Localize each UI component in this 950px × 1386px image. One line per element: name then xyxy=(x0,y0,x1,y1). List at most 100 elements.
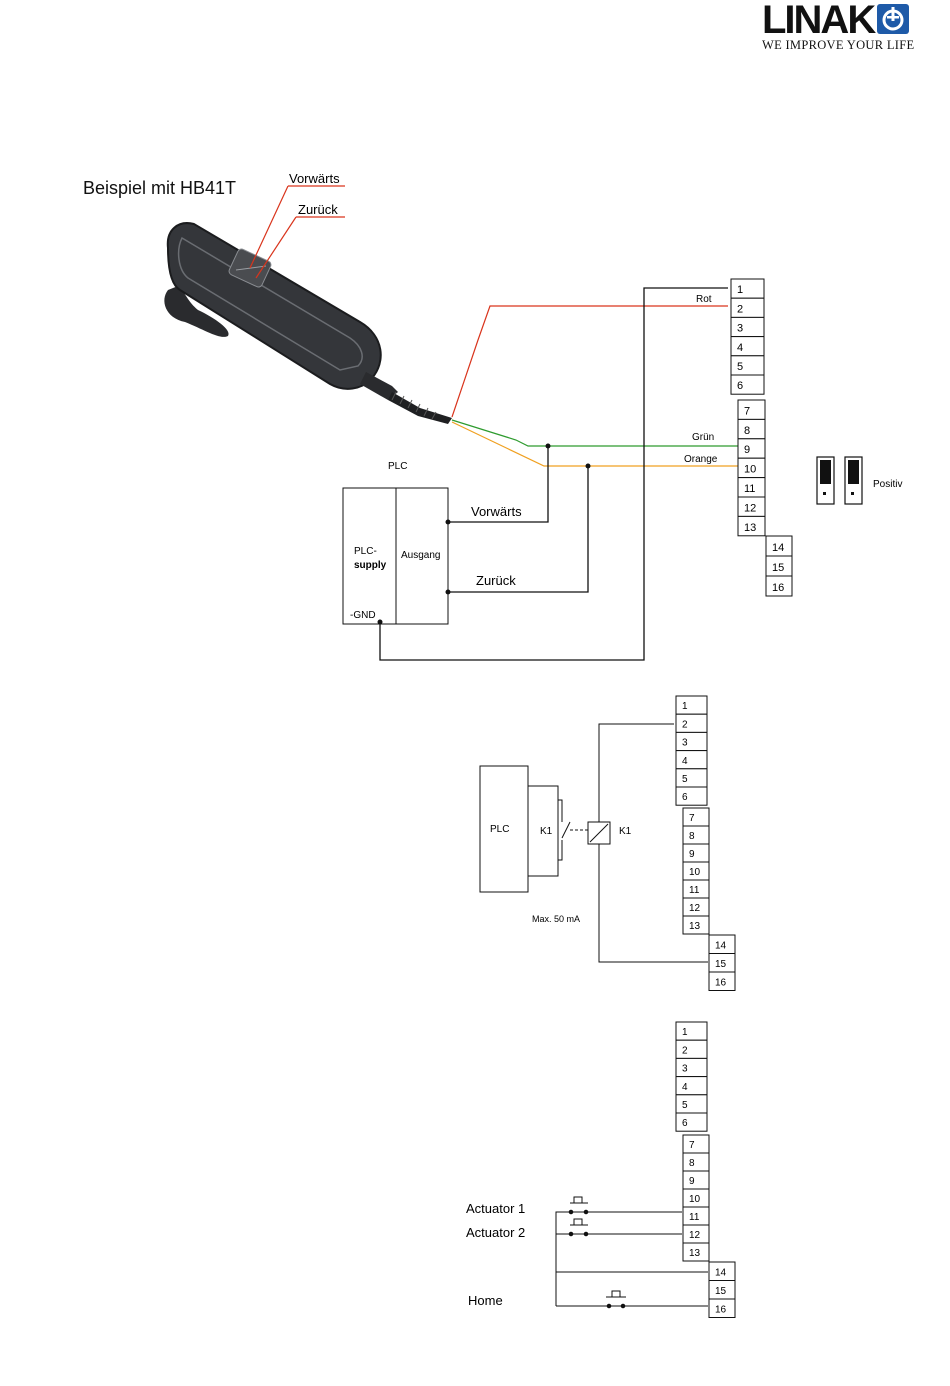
output-label: Ausgang xyxy=(401,550,440,561)
wire-label-orange: Orange xyxy=(684,454,718,465)
terminal-number: 16 xyxy=(715,1305,727,1316)
terminal-number: 2 xyxy=(737,303,743,315)
relay-coil-label: K1 xyxy=(619,826,632,837)
terminal-block-2b: 7 8 9 10 11 12 13 xyxy=(683,808,709,934)
label-zurueck: Zurück xyxy=(298,202,338,217)
terminal-cell xyxy=(731,298,764,317)
plc-supply-label-1: PLC- xyxy=(354,546,377,557)
hand-control-illustration xyxy=(164,223,452,424)
terminal-cell xyxy=(683,844,709,862)
pushbutton-icon xyxy=(569,1219,588,1236)
diagram-2: PLC K1 K1 Max. 50 mA 123456 78910111213 … xyxy=(480,696,735,991)
terminal-number: 14 xyxy=(715,1268,727,1279)
terminal-number: 12 xyxy=(689,1230,701,1241)
terminal-number: 4 xyxy=(737,342,743,354)
terminal-cell xyxy=(683,808,709,826)
terminal-number: 10 xyxy=(689,1194,701,1205)
terminal-cell xyxy=(676,787,707,805)
terminal-number: 16 xyxy=(772,582,784,594)
actuator-1-label: Actuator 1 xyxy=(466,1201,525,1216)
label-vorwaerts: Vorwärts xyxy=(289,171,340,186)
terminal-number: 10 xyxy=(689,867,701,878)
terminal-cell xyxy=(731,317,764,336)
terminal-number: 12 xyxy=(689,903,701,914)
terminal-block-3c: 14 15 16 xyxy=(709,1262,735,1318)
terminal-number: 10 xyxy=(744,464,756,476)
terminal-number: 1 xyxy=(682,1027,688,1038)
black-wires xyxy=(380,288,728,660)
terminal-cell xyxy=(731,337,764,356)
terminal-number: 15 xyxy=(715,959,727,970)
terminal-number: 8 xyxy=(744,425,750,437)
terminal-number: 9 xyxy=(689,1176,695,1187)
terminal-number: 1 xyxy=(682,701,688,712)
terminal-cell xyxy=(676,769,707,787)
terminal-cell xyxy=(738,400,765,419)
terminal-number: 8 xyxy=(689,831,695,842)
terminal-cell xyxy=(676,1058,707,1076)
terminal-number: 7 xyxy=(744,405,750,417)
current-note: Max. 50 mA xyxy=(532,914,580,924)
diagram-1: Vorwärts Zurück Rot Grün Orange PLC PLC-… xyxy=(164,171,902,660)
terminal-number: 4 xyxy=(682,1082,688,1093)
switch-label: Positiv xyxy=(873,479,902,490)
terminal-number: 16 xyxy=(715,978,727,989)
terminal-cell xyxy=(676,1113,707,1131)
terminal-block-3a: 1 2 3 4 5 6 xyxy=(676,1022,707,1131)
terminal-cell xyxy=(683,1153,709,1171)
terminal-cell xyxy=(676,751,707,769)
home-label: Home xyxy=(468,1293,503,1308)
terminal-number: 9 xyxy=(744,444,750,456)
pushbutton-icon xyxy=(606,1291,626,1308)
terminal-cell xyxy=(676,1022,707,1040)
terminal-cell xyxy=(676,1095,707,1113)
terminal-cell xyxy=(731,375,764,394)
terminal-cell xyxy=(738,439,765,458)
red-wire xyxy=(452,306,728,417)
pushbutton-icon xyxy=(569,1197,588,1214)
terminal-number: 6 xyxy=(682,1118,688,1129)
terminal-number: 5 xyxy=(682,1100,688,1111)
gnd-label: -GND xyxy=(350,610,376,621)
plc-label-2: PLC xyxy=(490,824,509,835)
terminal-number: 13 xyxy=(744,522,756,534)
terminal-number: 3 xyxy=(737,323,743,335)
terminal-number: 12 xyxy=(744,502,756,514)
terminal-cell xyxy=(676,732,707,750)
terminal-number: 8 xyxy=(689,1158,695,1169)
terminal-block-1a: 1 2 3 4 5 6 xyxy=(731,279,764,394)
terminal-number: 7 xyxy=(689,813,695,824)
terminal-cell xyxy=(683,1135,709,1153)
terminal-number: 3 xyxy=(682,738,688,749)
actuator-2-label: Actuator 2 xyxy=(466,1225,525,1240)
terminal-number: 9 xyxy=(689,849,695,860)
terminal-cell xyxy=(676,1040,707,1058)
terminal-cell xyxy=(676,1077,707,1095)
terminal-number: 13 xyxy=(689,921,701,932)
end-switch-icon xyxy=(817,457,862,504)
out2-label: Zurück xyxy=(476,573,516,588)
wire-label-rot: Rot xyxy=(696,294,712,305)
terminal-number: 7 xyxy=(689,1140,695,1151)
terminal-number: 1 xyxy=(737,284,743,296)
terminal-number: 6 xyxy=(737,380,743,392)
terminal-cell xyxy=(683,826,709,844)
terminal-number: 11 xyxy=(689,885,700,896)
terminal-cell xyxy=(738,419,765,438)
terminal-cell xyxy=(731,279,764,298)
terminal-number: 5 xyxy=(682,774,688,785)
terminal-number: 14 xyxy=(772,542,784,554)
terminal-number: 2 xyxy=(682,719,688,730)
terminal-number: 15 xyxy=(715,1286,727,1297)
plc-label: PLC xyxy=(388,461,407,472)
terminal-number: 3 xyxy=(682,1064,688,1075)
terminal-number: 5 xyxy=(737,361,743,373)
terminal-number: 2 xyxy=(682,1045,688,1056)
terminal-number: 6 xyxy=(682,792,688,803)
out1-label: Vorwärts xyxy=(471,504,522,519)
relay-contact-label: K1 xyxy=(540,826,553,837)
terminal-cell xyxy=(731,356,764,375)
